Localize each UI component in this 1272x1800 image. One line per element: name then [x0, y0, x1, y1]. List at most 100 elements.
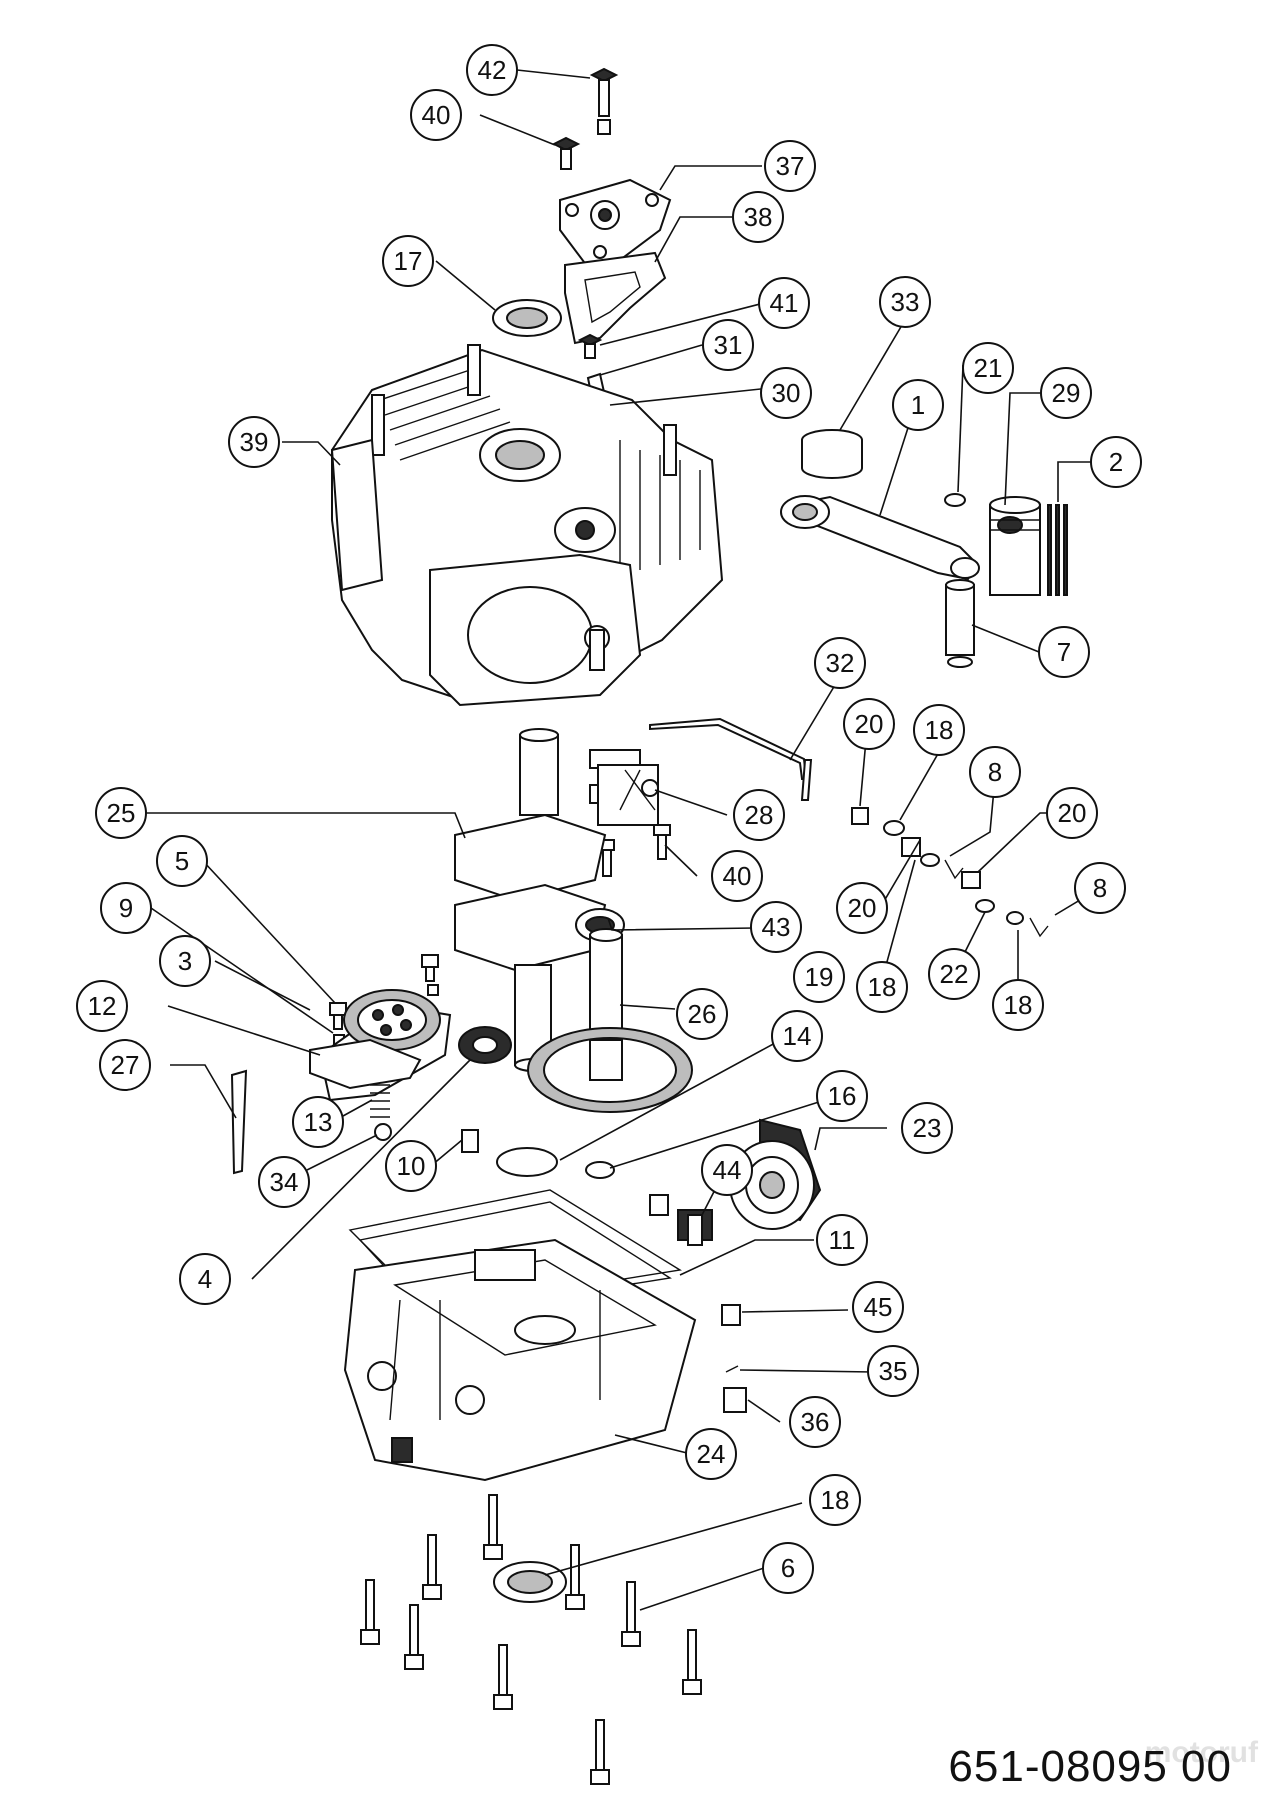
fitting-44 [677, 1209, 713, 1246]
callout-9: 9 [100, 882, 152, 934]
callout-39: 39 [228, 416, 280, 468]
svg-text:13: 13 [304, 1107, 333, 1137]
callout-28: 28 [733, 789, 785, 841]
svg-text:29: 29 [1052, 378, 1081, 408]
svg-text:33: 33 [891, 287, 920, 317]
svg-text:1: 1 [911, 390, 925, 420]
svg-text:26: 26 [688, 999, 717, 1029]
callout-29: 29 [1040, 367, 1092, 419]
governor-assembly-28 [589, 749, 659, 826]
svg-text:32: 32 [826, 648, 855, 678]
bolt-40-top [551, 136, 581, 170]
svg-text:34: 34 [270, 1167, 299, 1197]
camshaft-gear-26 [527, 928, 693, 1113]
gasket-12 [309, 1038, 422, 1090]
piston-rings-2 [1047, 504, 1068, 596]
callout-16: 16 [816, 1070, 868, 1122]
svg-text:4: 4 [198, 1264, 212, 1294]
callouts: 42 40 37 38 17 41 31 30 39 33 1 21 29 2 … [76, 44, 1142, 1594]
piston-29 [989, 496, 1041, 596]
callout-10: 10 [385, 1140, 437, 1192]
callout-36: 36 [789, 1396, 841, 1448]
svg-text:31: 31 [714, 330, 743, 360]
governor-small-parts [851, 807, 1049, 938]
bolt-42 [589, 67, 619, 135]
svg-text:30: 30 [772, 378, 801, 408]
callout-20-a: 20 [843, 698, 895, 750]
bolts-5-9 [329, 954, 439, 1046]
connecting-rod-1 [780, 495, 980, 581]
callout-34: 34 [258, 1156, 310, 1208]
governor-rod-32 [649, 717, 808, 780]
callout-44: 44 [701, 1144, 753, 1196]
callout-7: 7 [1038, 626, 1090, 678]
callout-5: 5 [156, 835, 208, 887]
svg-text:20: 20 [855, 709, 884, 739]
callout-23: 23 [901, 1102, 953, 1154]
cover-plate-37 [559, 178, 672, 272]
svg-text:22: 22 [940, 959, 969, 989]
spring-13 [370, 1084, 390, 1118]
dipstick-27 [230, 1069, 248, 1175]
svg-text:18: 18 [1004, 990, 1033, 1020]
callout-12: 12 [76, 980, 128, 1032]
leader-lines [146, 69, 1104, 1611]
svg-text:28: 28 [745, 800, 774, 830]
callout-1: 1 [892, 379, 944, 431]
svg-text:7: 7 [1057, 637, 1071, 667]
svg-text:40: 40 [723, 861, 752, 891]
svg-text:44: 44 [713, 1155, 742, 1185]
svg-text:9: 9 [119, 893, 133, 923]
callout-33: 33 [879, 276, 931, 328]
callout-38: 38 [732, 191, 784, 243]
callout-19: 19 [793, 951, 845, 1003]
callout-18-d: 18 [809, 1474, 861, 1526]
svg-text:40: 40 [422, 100, 451, 130]
drain-plug [391, 1437, 413, 1463]
gasket-38 [564, 251, 667, 345]
callout-20-b: 20 [1046, 787, 1098, 839]
callout-31: 31 [702, 319, 754, 371]
callout-40-b: 40 [711, 850, 763, 902]
svg-text:42: 42 [478, 55, 507, 85]
callout-20-c: 20 [836, 882, 888, 934]
svg-text:35: 35 [879, 1356, 908, 1386]
callout-8-b: 8 [1074, 862, 1126, 914]
callout-26: 26 [676, 988, 728, 1040]
callout-17: 17 [382, 235, 434, 287]
watermark-text: motoruf [1144, 1736, 1258, 1769]
svg-text:10: 10 [397, 1151, 426, 1181]
svg-text:18: 18 [868, 972, 897, 1002]
callout-14: 14 [771, 1010, 823, 1062]
cylinder-block-39 [330, 344, 724, 707]
callout-22: 22 [928, 948, 980, 1000]
callout-25: 25 [95, 787, 147, 839]
callout-45: 45 [852, 1281, 904, 1333]
oil-pump-rotor-4 [458, 1026, 512, 1064]
bushing-33 [801, 429, 863, 479]
oil-seal-17 [492, 299, 562, 337]
crankcase-sump-24 [343, 1238, 697, 1482]
parts-drawing [230, 67, 1068, 1785]
svg-text:5: 5 [175, 846, 189, 876]
svg-text:19: 19 [805, 962, 834, 992]
callout-24: 24 [685, 1428, 737, 1480]
crankshaft-25 [454, 728, 607, 1072]
plug-45 [721, 1304, 741, 1326]
ball-34 [374, 1123, 392, 1141]
svg-text:39: 39 [240, 427, 269, 457]
svg-text:23: 23 [913, 1113, 942, 1143]
callout-6: 6 [762, 1542, 814, 1594]
drawing-number: 651-08095 00 [948, 1742, 1232, 1791]
svg-text:37: 37 [776, 151, 805, 181]
callout-37: 37 [764, 140, 816, 192]
callout-43: 43 [750, 901, 802, 953]
svg-text:45: 45 [864, 1292, 893, 1322]
clip-21 [944, 493, 966, 507]
svg-text:41: 41 [770, 288, 799, 318]
svg-text:21: 21 [974, 353, 1003, 383]
bolt-40-middle [653, 824, 671, 860]
svg-text:43: 43 [762, 912, 791, 942]
pin-35 [725, 1365, 739, 1373]
